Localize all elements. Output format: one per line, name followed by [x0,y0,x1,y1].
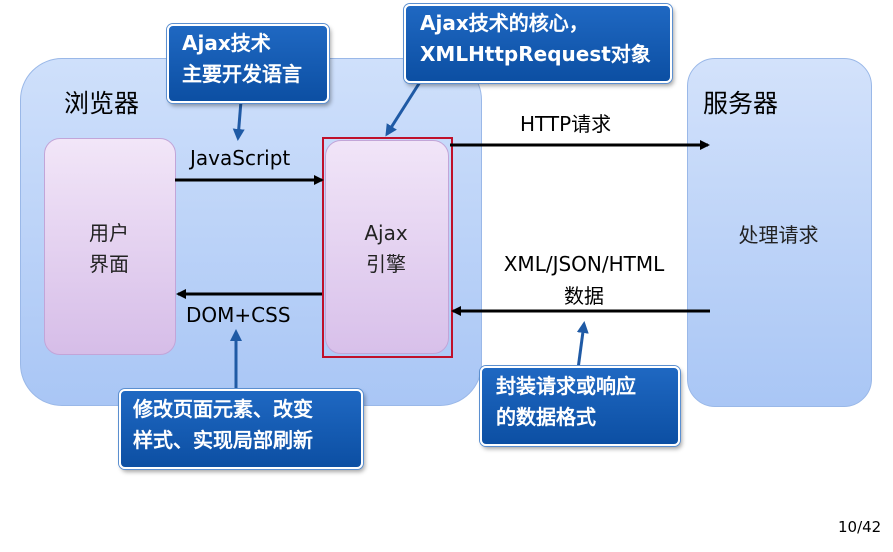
ajax-engine-label-line1: Ajax [364,221,408,245]
response-label-line2: 数据 [564,284,604,308]
server-process-label: 处理请求 [738,223,819,247]
callout-dom-modify-line1: 修改页面元素、改变 [133,397,313,421]
http-request-label: HTTP请求 [520,112,612,136]
callout-xmlhttprequest-core: Ajax技术的核心， XMLHttpRequest对象 [404,4,672,83]
callout-pointer-format [576,321,589,370]
javascript-label: JavaScript [190,146,291,170]
server-title: 服务器 [703,89,779,118]
callout-pointer-ajax-tech [232,100,245,141]
page-number: 10/42 [838,518,882,536]
ajax-engine-label-line2: 引擎 [366,252,406,276]
callout-core-line1: Ajax技术的核心， [420,11,589,35]
browser-title: 浏览器 [64,89,140,118]
ajax-engine-highlight-frame [322,137,453,358]
user-interface-label-line2: 界面 [89,252,129,276]
callout-data-format: 封装请求或响应 的数据格式 [480,366,680,446]
ajax-engine-box [325,140,449,354]
callout-core-line2: XMLHttpRequest对象 [420,42,651,66]
callout-format-line2: 的数据格式 [496,405,596,429]
callout-dom-modify: 修改页面元素、改变 样式、实现局部刷新 [119,389,363,469]
response-label-line1: XML/JSON/HTML [503,252,665,276]
callout-dom-modify-line2: 样式、实现局部刷新 [133,428,313,452]
dom-css-label: DOM+CSS [186,303,291,327]
user-interface-box [44,138,176,355]
callout-pointer-core [385,81,422,137]
user-interface-label-line1: 用户 [89,221,129,245]
callout-format-line1: 封装请求或响应 [496,374,636,398]
callout-ajax-tech-line1: Ajax技术 [182,31,271,55]
callout-ajax-tech-line2: 主要开发语言 [182,62,302,86]
callout-ajax-tech: Ajax技术 主要开发语言 [167,24,329,103]
server-container [687,58,872,407]
